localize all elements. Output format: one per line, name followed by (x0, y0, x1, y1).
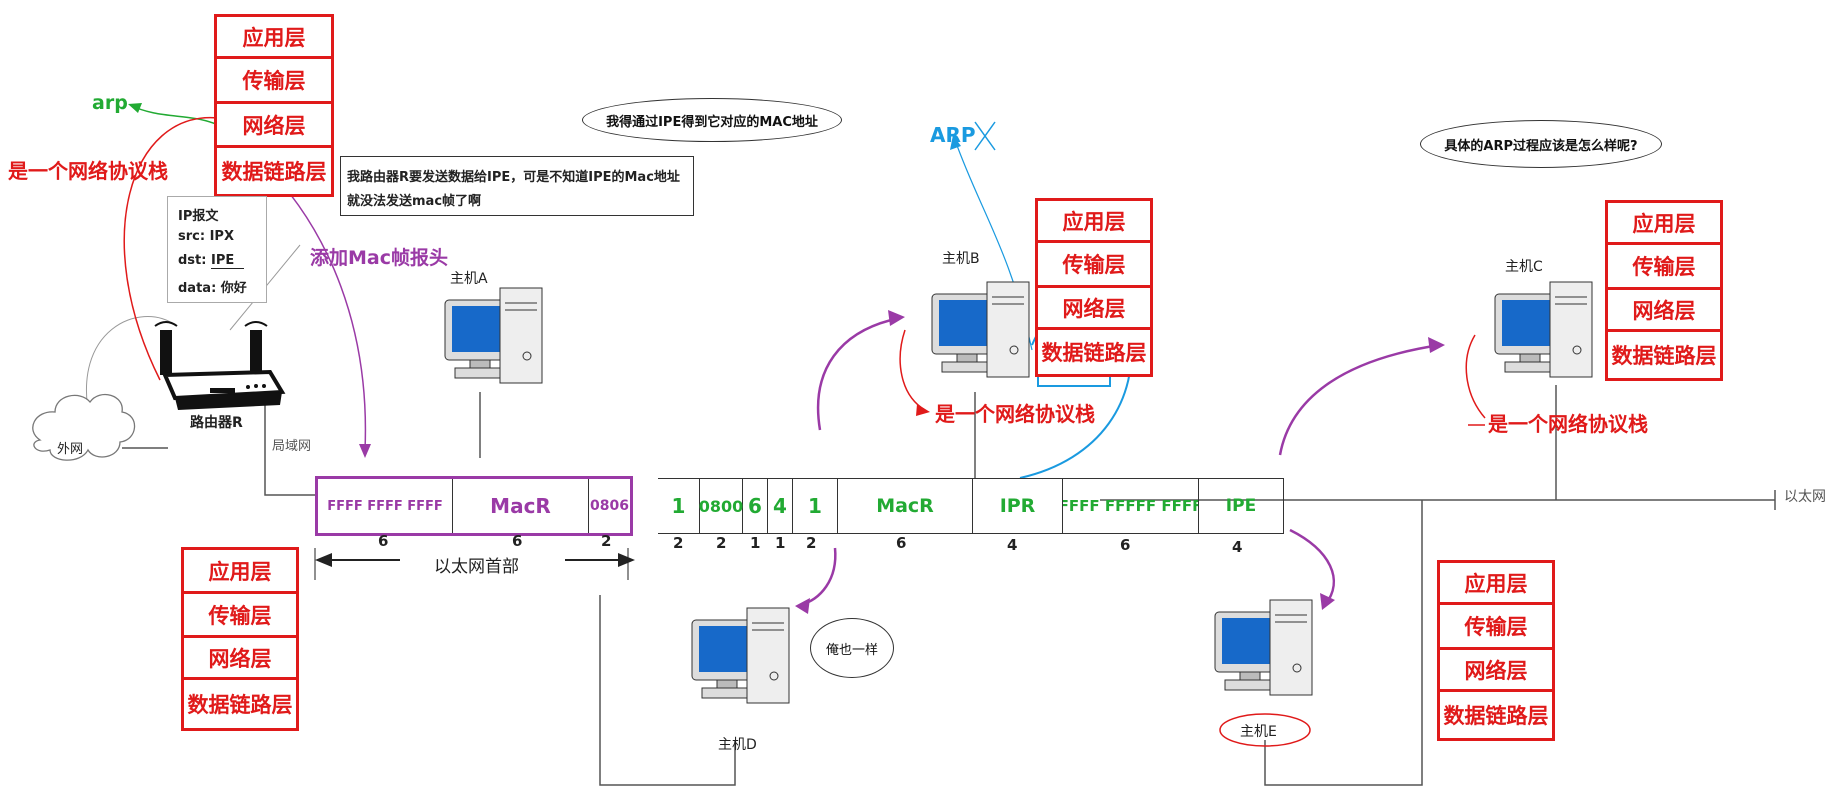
network-layer: 网络层 (1608, 290, 1720, 332)
host-b-protocol-stack: 应用层 传输层 网络层 数据链路层 (1035, 198, 1153, 377)
transport-layer: 传输层 (1038, 243, 1150, 288)
computer-a-icon (444, 287, 543, 384)
computer-c-icon (1494, 281, 1593, 378)
arp-field-sender-ip: IPR (973, 479, 1063, 533)
host-e-protocol-stack: 应用层 传输层 网络层 数据链路层 (1437, 560, 1555, 741)
host-e-label: 主机E (1240, 724, 1277, 740)
transport-layer: 传输层 (217, 59, 331, 104)
transport-layer: 传输层 (1608, 245, 1720, 290)
mac-type-field: 0806 (590, 498, 629, 514)
bubble-get-mac: 我得通过IPE得到它对应的MAC地址 (582, 98, 842, 142)
router-label: 路由器R (190, 415, 243, 431)
network-layer: 网络层 (217, 104, 331, 148)
protocol-stack-label-host-c: 是一个网络协议栈 (1488, 412, 1648, 436)
computer-d-icon (691, 607, 790, 704)
bubble-host-d: 俺也一样 (810, 618, 894, 678)
host-a-label: 主机A (450, 271, 488, 287)
mac-len-2: 6 (512, 532, 523, 550)
data-link-layer: 数据链路层 (187, 693, 293, 717)
host-d-label: 主机D (718, 737, 757, 753)
mac-len-1: 6 (378, 532, 389, 550)
application-layer: 应用层 (1038, 201, 1150, 243)
host-a-protocol-stack: 应用层 传输层 网络层 数据链路层 (181, 547, 299, 731)
transport-layer: 传输层 (184, 594, 296, 638)
mac-len-3: 2 (601, 532, 612, 550)
router-protocol-stack: 应用层 传输层 网络层 数据链路层 (214, 14, 334, 197)
bubble-arp-process: 具体的ARP过程应该是怎么样呢? (1420, 120, 1662, 168)
ip-packet-dst-label: dst: (178, 253, 211, 268)
arp-len-8: 6 (1120, 536, 1131, 554)
internet-label: 外网 (57, 442, 84, 457)
application-layer: 应用层 (1440, 563, 1552, 605)
arp-len-1: 2 (673, 534, 684, 552)
arp-len-3: 1 (750, 534, 761, 552)
ip-packet-dst: dst: IPE (178, 253, 245, 269)
mac-header-frame: FFFF FFFF FFFF MacR 0806 (315, 476, 633, 536)
data-link-layer: 数据链路层 (1041, 341, 1147, 365)
router-note-line-1: 我路由器R要发送数据给IPE，可是不知道IPE的Mac地址 (347, 170, 680, 185)
arp-field-proto-type: 0800 (699, 479, 743, 533)
ip-packet-src: src: IPX (178, 229, 234, 244)
data-link-layer: 数据链路层 (221, 160, 327, 184)
application-layer: 应用层 (217, 17, 331, 59)
ethernet-label: 以太网 (1784, 489, 1826, 505)
application-layer: 应用层 (1608, 203, 1720, 245)
data-link-layer: 数据链路层 (1611, 344, 1717, 368)
computer-b-icon (931, 281, 1030, 378)
host-b-label: 主机B (942, 251, 980, 267)
network-layer: 网络层 (1038, 288, 1150, 330)
arp-field-target-mac: FFFF FFFFF FFFF (1063, 479, 1199, 533)
arp-len-9: 4 (1232, 538, 1243, 556)
router-note-box: 我路由器R要发送数据给IPE，可是不知道IPE的Mac地址 就没法发送mac帧了… (340, 156, 694, 216)
arp-len-5: 2 (806, 534, 817, 552)
network-layer: 网络层 (1440, 650, 1552, 692)
lan-label: 局域网 (272, 439, 312, 454)
ip-packet-title: IP报文 (178, 209, 219, 224)
arp-field-target-ip: IPE (1225, 496, 1257, 516)
arp-field-hw-len: 6 (743, 479, 768, 533)
arp-len-4: 1 (775, 534, 786, 552)
data-link-layer: 数据链路层 (1443, 704, 1549, 728)
arp-field-proto-len: 4 (768, 479, 793, 533)
eth-header-label: 以太网首部 (428, 552, 525, 577)
network-layer: 网络层 (184, 638, 296, 680)
router-icon (154, 321, 286, 410)
arp-len-7: 4 (1007, 536, 1018, 554)
arp-label-right: ARP (930, 123, 976, 147)
transport-layer: 传输层 (1440, 605, 1552, 650)
application-layer: 应用层 (184, 550, 296, 594)
host-c-protocol-stack: 应用层 传输层 网络层 数据链路层 (1605, 200, 1723, 381)
arp-label-left: arp (92, 92, 128, 114)
ip-packet-data: data: 你好 (178, 281, 247, 296)
host-c-label: 主机C (1505, 259, 1543, 275)
computer-e-icon (1214, 599, 1313, 696)
mac-dst-field: FFFF FFFF FFFF (318, 479, 453, 533)
protocol-stack-label-router: 是一个网络协议栈 (8, 159, 168, 183)
ip-packet-box: IP报文 src: IPX dst: IPE data: 你好 (167, 196, 267, 303)
arp-field-sender-mac: MacR (838, 479, 973, 533)
ip-packet-dst-value: IPE (210, 253, 245, 269)
mac-src-field: MacR (453, 479, 589, 533)
arp-len-2: 2 (716, 534, 727, 552)
router-note-line-2: 就没法发送mac帧了啊 (347, 194, 482, 209)
protocol-stack-label-host-b: 是一个网络协议栈 (935, 402, 1095, 426)
cloud-icon (32, 393, 136, 461)
arp-len-6: 6 (896, 534, 907, 552)
arp-frame: 1 0800 6 4 1 MacR IPR FFFF FFFFF FFFF IP… (658, 478, 1284, 534)
add-mac-header-label: 添加Mac帧报头 (310, 247, 448, 269)
arp-field-hw-type: 1 (658, 479, 700, 533)
arp-field-op: 1 (793, 479, 838, 533)
